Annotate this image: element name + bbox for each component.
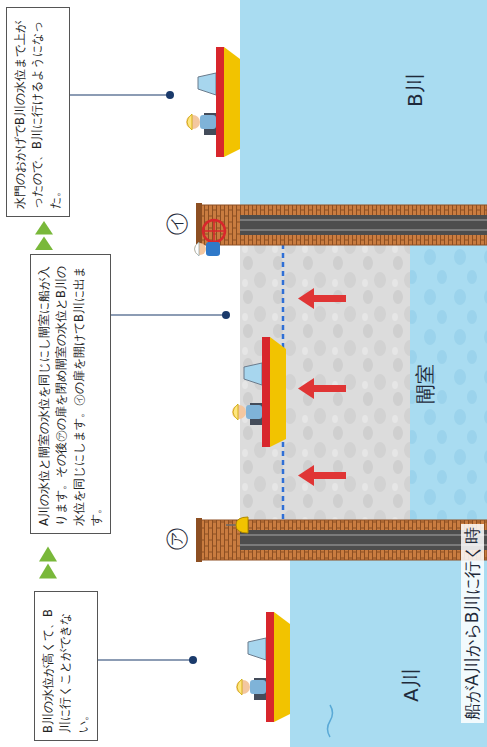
caption: 船がA川からB川に行く時 xyxy=(461,524,484,723)
callout-text: 水門のおかげでB川の水位まで上がったので、B川に行けるようになった。 xyxy=(12,15,64,209)
part-label: B川 xyxy=(402,73,429,107)
green-chevron-arrow xyxy=(39,547,57,579)
part-label: 閘室 xyxy=(412,364,439,404)
callout-text: B川の水位が高くて、B川に行くことができない。 xyxy=(40,599,92,733)
callout-box: 水門のおかげでB川の水位まで上がったので、B川に行けるようになった。 xyxy=(6,7,70,217)
part-label: ㋐ xyxy=(160,526,192,551)
part-label: A川 xyxy=(398,668,425,702)
callout-box: B川の水位が高くて、B川に行くことができない。 xyxy=(34,591,98,741)
callout-text: A川の水位と閘室の水位を同じにし閘室に船が入ります。その後㋐の扉を閉め閘室の水位… xyxy=(36,262,105,526)
callout-box: A川の水位と閘室の水位を同じにし閘室に船が入ります。その後㋐の扉を閉め閘室の水位… xyxy=(30,254,111,534)
green-chevron-arrow xyxy=(35,221,53,250)
part-label: ㋑ xyxy=(160,211,192,236)
